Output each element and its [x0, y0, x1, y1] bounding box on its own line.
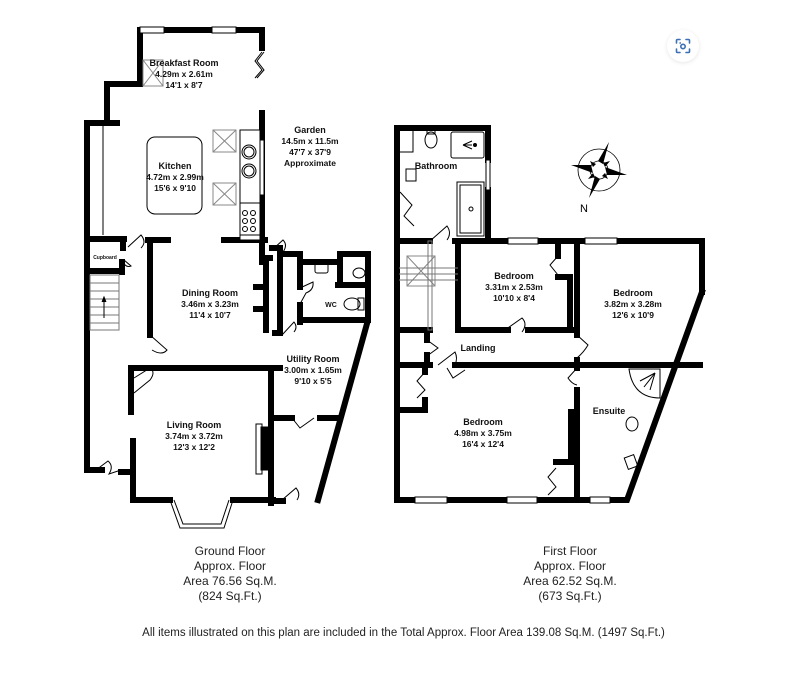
total-area-note: All items illustrated on this plan are i… — [142, 627, 665, 639]
room-imperial-bedroom-3: 12'6 x 10'9 — [612, 310, 654, 320]
room-name-wc: WC — [325, 302, 337, 309]
ground-floor-labels: Breakfast Room 4.29m x 2.61m 14'1 x 8'7 … — [93, 58, 342, 452]
ground-floor-area-sqm: Area 76.56 Sq.M. — [183, 574, 277, 588]
compass-rose-icon — [571, 142, 627, 198]
room-metric-breakfast: 4.29m x 2.61m — [155, 69, 213, 79]
room-name-living: Living Room — [167, 420, 222, 430]
room-imperial-utility: 9'10 x 5'5 — [294, 376, 331, 386]
room-name-cupboard: Cupboard — [93, 255, 117, 261]
first-floor-fixtures — [398, 129, 661, 504]
room-name-utility: Utility Room — [287, 354, 340, 364]
first-floor-area-sqft: (673 Sq.Ft.) — [538, 589, 602, 603]
room-name-bathroom: Bathroom — [415, 161, 458, 171]
first-floor-summary: First Floor Approx. Floor Area 62.52 Sq.… — [495, 544, 645, 604]
room-name-kitchen: Kitchen — [158, 161, 191, 171]
room-name-bedroom-2: Bedroom — [494, 271, 534, 281]
ground-floor-area-sqft: (824 Sq.Ft.) — [198, 589, 262, 603]
room-imperial-bedroom-1: 16'4 x 12'4 — [462, 439, 504, 449]
garden-name: Garden — [294, 125, 326, 135]
ground-floor-walls — [84, 27, 371, 506]
first-floor-walls — [394, 125, 706, 503]
room-name-ensuite: Ensuite — [593, 406, 626, 416]
room-name-bedroom-1: Bedroom — [463, 417, 503, 427]
first-floor-plan — [394, 125, 706, 504]
garden-note: Approximate — [284, 158, 336, 168]
room-metric-living: 3.74m x 3.72m — [165, 431, 223, 441]
room-imperial-dining: 11'4 x 10'7 — [189, 310, 231, 320]
room-metric-bedroom-1: 4.98m x 3.75m — [454, 428, 512, 438]
room-imperial-bedroom-2: 10'10 x 8'4 — [493, 293, 535, 303]
first-floor-approx: Approx. Floor — [533, 559, 607, 573]
image-scan-button[interactable] — [667, 30, 699, 62]
room-imperial-kitchen: 15'6 x 9'10 — [154, 183, 196, 193]
garden-imperial: 47'7 x 37'9 — [289, 147, 331, 157]
ground-floor-approx: Approx. Floor — [193, 559, 267, 573]
room-metric-utility: 3.00m x 1.65m — [284, 365, 342, 375]
first-floor-area-sqm: Area 62.52 Sq.M. — [523, 574, 617, 588]
ground-floor-fixtures — [89, 26, 366, 529]
room-imperial-living: 12'3 x 12'2 — [173, 442, 215, 452]
first-floor-title: First Floor — [543, 544, 597, 558]
room-metric-bedroom-3: 3.82m x 3.28m — [604, 299, 662, 309]
image-scan-icon — [675, 38, 691, 54]
room-metric-kitchen: 4.72m x 2.99m — [146, 172, 204, 182]
garden-metric: 14.5m x 11.5m — [281, 136, 339, 146]
room-name-landing: Landing — [461, 343, 496, 353]
room-metric-dining: 3.46m x 3.23m — [181, 299, 239, 309]
ground-floor-title: Ground Floor — [194, 544, 266, 558]
room-imperial-breakfast: 14'1 x 8'7 — [165, 80, 202, 90]
room-name-breakfast: Breakfast Room — [149, 58, 218, 68]
ground-floor-summary: Ground Floor Approx. Floor Area 76.56 Sq… — [155, 544, 305, 604]
room-metric-bedroom-2: 3.31m x 2.53m — [485, 282, 543, 292]
room-name-bedroom-3: Bedroom — [613, 288, 653, 298]
compass-north-label: N — [580, 203, 588, 215]
ground-floor-plan — [84, 26, 371, 529]
first-floor-labels: Bathroom Bedroom 3.31m x 2.53m 10'10 x 8… — [415, 161, 663, 449]
room-name-dining: Dining Room — [182, 288, 238, 298]
